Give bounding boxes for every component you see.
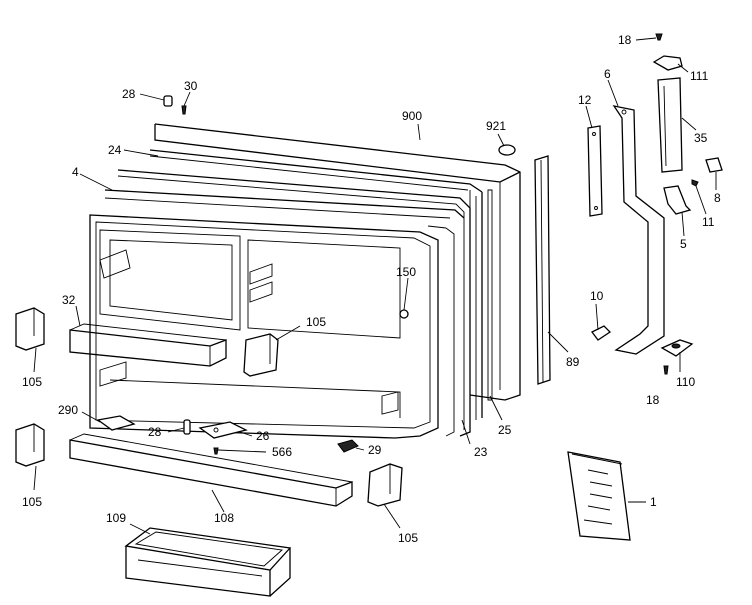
label-109: 109 bbox=[106, 511, 126, 525]
plate-8 bbox=[705, 157, 723, 173]
hinge-110 bbox=[660, 339, 694, 357]
inner-door-liner bbox=[89, 214, 455, 439]
label-32: 32 bbox=[62, 293, 76, 307]
label-25: 25 bbox=[498, 423, 512, 437]
screw-18-bottom bbox=[663, 365, 669, 375]
label-150: 150 bbox=[396, 265, 416, 279]
gasket-frame bbox=[149, 149, 483, 420]
label-28-top: 28 bbox=[122, 87, 136, 101]
label-110: 110 bbox=[676, 375, 695, 389]
label-24: 24 bbox=[108, 143, 122, 157]
label-5: 5 bbox=[680, 237, 687, 251]
label-105-left-top: 105 bbox=[22, 375, 42, 389]
label-35: 35 bbox=[694, 131, 708, 145]
part-150 bbox=[399, 309, 409, 319]
door-bin-105-bottom bbox=[367, 463, 403, 507]
shelf-bar-108 bbox=[69, 433, 353, 507]
label-111: 111 bbox=[690, 69, 709, 83]
label-12: 12 bbox=[578, 93, 592, 107]
screw-30 bbox=[181, 105, 187, 115]
hinge-111 bbox=[652, 55, 683, 71]
screw-18-top bbox=[655, 33, 663, 41]
door-bin-105-center bbox=[243, 333, 279, 377]
screw-11 bbox=[691, 179, 699, 187]
label-566: 566 bbox=[272, 445, 292, 459]
label-11: 11 bbox=[702, 215, 715, 229]
label-23: 23 bbox=[474, 445, 488, 459]
door-frame-outer bbox=[104, 169, 471, 437]
bracket-35 bbox=[657, 77, 683, 173]
strip-25 bbox=[487, 189, 493, 401]
label-108: 108 bbox=[214, 511, 234, 525]
screw-28-top bbox=[163, 95, 173, 107]
label-4: 4 bbox=[72, 165, 79, 179]
part-labels: 18 111 6 12 35 8 11 5 28 30 900 921 24 4… bbox=[22, 33, 721, 545]
label-18-bottom: 18 bbox=[646, 393, 660, 407]
label-10: 10 bbox=[590, 289, 604, 303]
label-105-center: 105 bbox=[306, 315, 326, 329]
label-105-left-bottom: 105 bbox=[22, 495, 42, 509]
bracket-5 bbox=[663, 185, 692, 215]
bracket-12 bbox=[587, 125, 603, 217]
label-921: 921 bbox=[486, 119, 506, 133]
door-bin-105-left-bottom bbox=[15, 423, 45, 467]
label-290: 290 bbox=[58, 403, 78, 417]
drawer-109 bbox=[124, 527, 292, 597]
clip-10 bbox=[591, 325, 612, 341]
label-1: 1 bbox=[650, 495, 657, 509]
label-6: 6 bbox=[604, 67, 611, 81]
hinge-rail-6 bbox=[612, 105, 665, 355]
manual-booklet-1 bbox=[567, 451, 631, 541]
screw-566 bbox=[213, 447, 219, 455]
label-29: 29 bbox=[368, 443, 382, 457]
part-29 bbox=[337, 439, 359, 453]
door-bin-105-left-top bbox=[15, 307, 45, 351]
label-89: 89 bbox=[566, 355, 580, 369]
block-290 bbox=[96, 415, 136, 431]
label-30: 30 bbox=[184, 79, 198, 93]
plate-26 bbox=[198, 421, 248, 439]
leader-lines bbox=[33, 37, 717, 535]
screw-28-bottom bbox=[183, 419, 191, 435]
label-8: 8 bbox=[714, 191, 721, 205]
shelf-bar-32 bbox=[69, 323, 227, 367]
label-18-top: 18 bbox=[618, 33, 632, 47]
label-900: 900 bbox=[402, 109, 422, 123]
label-28-bottom: 28 bbox=[148, 425, 162, 439]
side-trim-strip bbox=[534, 155, 551, 385]
label-105-bottom: 105 bbox=[398, 531, 418, 545]
part-921-button bbox=[498, 144, 516, 156]
label-26: 26 bbox=[256, 429, 270, 443]
